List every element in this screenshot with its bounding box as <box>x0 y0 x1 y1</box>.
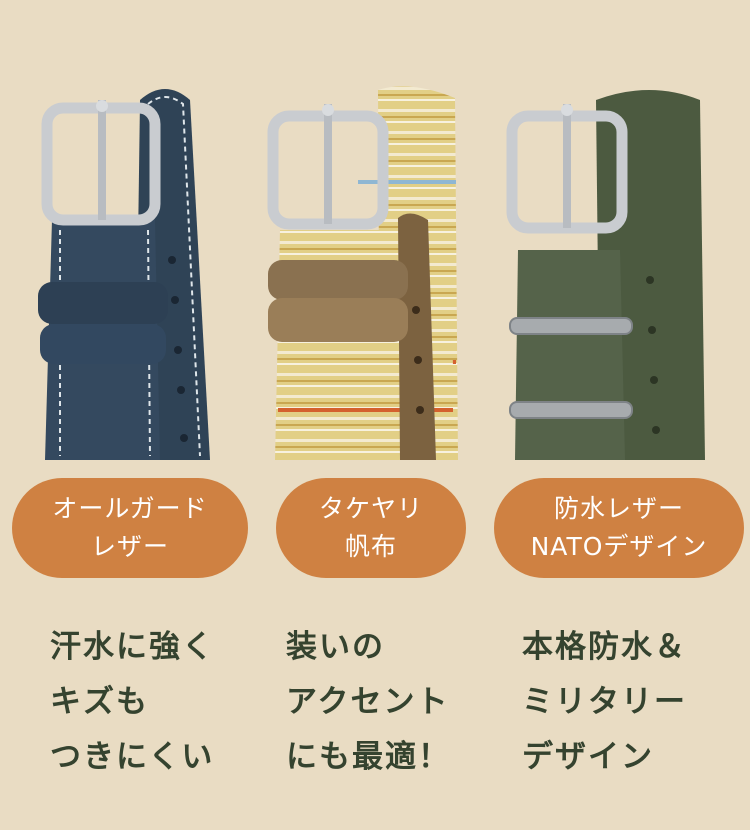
feature-description: 装いの アクセント にも最適！ <box>286 620 451 785</box>
label-badge: オールガード レザー <box>12 478 248 578</box>
label-line: レザー <box>90 532 169 561</box>
product-card-waterproof-nato: 防水レザー NATOデザイン 本格防水＆ ミリタリー デザイン <box>494 0 750 830</box>
feature-description: 本格防水＆ ミリタリー デザイン <box>522 620 687 785</box>
description-line: キズも <box>50 684 149 720</box>
description-line: 本格防水＆ <box>522 629 687 665</box>
description-line: アクセント <box>286 684 450 720</box>
label-line: 帆布 <box>344 532 397 561</box>
product-card-all-guard-leather: オールガード レザー 汗水に強く キズも つきにくい <box>0 0 250 830</box>
label-line: タケヤリ <box>318 494 423 523</box>
description-line: 汗水に強く <box>50 629 215 665</box>
description-line: にも最適！ <box>286 739 451 775</box>
description-line: デザイン <box>522 739 654 775</box>
feature-description: 汗水に強く キズも つきにくい <box>50 620 215 785</box>
label-line: NATOデザイン <box>530 532 708 561</box>
navy-leather-watch-strap-icon <box>38 89 210 460</box>
description-line: ミリタリー <box>522 684 687 720</box>
label-badge: タケヤリ 帆布 <box>276 478 466 578</box>
label-line: 防水レザー <box>553 494 684 523</box>
label-line: オールガード <box>52 494 208 523</box>
olive-nato-watch-strap-icon <box>506 90 705 460</box>
label-badge: 防水レザー NATOデザイン <box>494 478 744 578</box>
description-line: つきにくい <box>50 739 215 775</box>
striped-canvas-watch-strap-icon <box>267 86 458 460</box>
product-card-takeyari-canvas: タケヤリ 帆布 装いの アクセント にも最適！ <box>250 0 500 830</box>
description-line: 装いの <box>286 629 385 665</box>
